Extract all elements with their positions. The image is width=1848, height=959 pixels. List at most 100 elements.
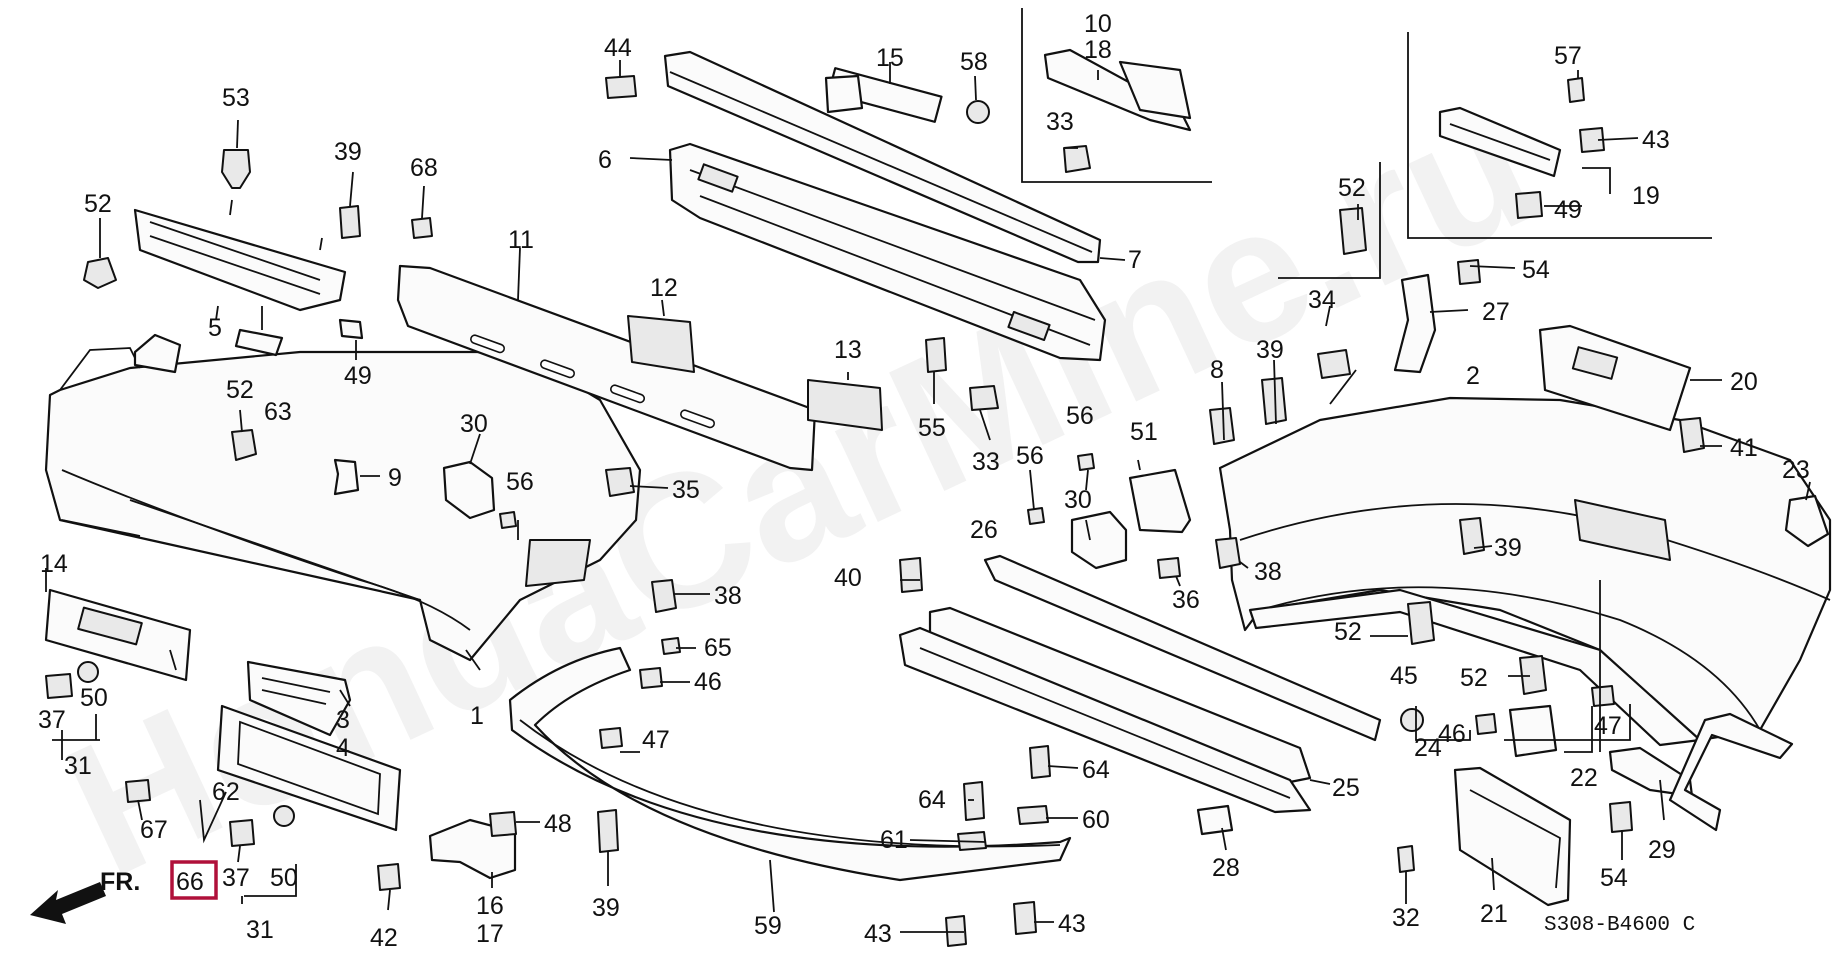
label-19[interactable]: 19: [1632, 182, 1660, 210]
label-39b[interactable]: 39: [1256, 336, 1284, 364]
label-11[interactable]: 11: [508, 226, 534, 254]
label-52b[interactable]: 52: [226, 376, 254, 404]
rear-bumper-lower-22[interactable]: [1248, 588, 1702, 747]
label-34[interactable]: 34: [1308, 286, 1336, 314]
label-52d[interactable]: 52: [1334, 618, 1362, 646]
label-38a[interactable]: 38: [714, 582, 742, 610]
label-18[interactable]: 18: [1084, 36, 1112, 64]
label-42[interactable]: 42: [370, 924, 398, 952]
label-54a[interactable]: 54: [1522, 256, 1550, 284]
label-10[interactable]: 10: [1084, 10, 1112, 38]
front-bumper-upper-reinforce[interactable]: [133, 333, 182, 374]
label-44[interactable]: 44: [604, 34, 632, 62]
label-9[interactable]: 9: [388, 464, 402, 492]
label-63[interactable]: 63: [264, 398, 292, 426]
label-16[interactable]: 16: [476, 892, 504, 920]
label-39a[interactable]: 39: [334, 138, 362, 166]
nut-49[interactable]: [338, 318, 364, 340]
label-37b[interactable]: 37: [222, 864, 250, 892]
label-56a[interactable]: 56: [506, 468, 534, 496]
label-40[interactable]: 40: [834, 564, 862, 592]
fog-grille[interactable]: [246, 660, 352, 737]
label-43a[interactable]: 43: [1642, 126, 1670, 154]
label-33a[interactable]: 33: [1046, 108, 1074, 136]
label-32[interactable]: 32: [1392, 904, 1420, 932]
label-46a[interactable]: 46: [694, 668, 722, 696]
label-54b[interactable]: 54: [1600, 864, 1628, 892]
label-21[interactable]: 21: [1480, 900, 1508, 928]
label-14[interactable]: 14: [40, 550, 68, 578]
label-52a[interactable]: 52: [84, 190, 112, 218]
label-39c[interactable]: 39: [1494, 534, 1522, 562]
front-bumper-face[interactable]: [44, 347, 642, 662]
label-43b[interactable]: 43: [864, 920, 892, 948]
label-50a[interactable]: 50: [80, 684, 108, 712]
label-68[interactable]: 68: [410, 154, 438, 182]
grille-molding[interactable]: [133, 199, 347, 312]
label-23[interactable]: 23: [1782, 456, 1810, 484]
upper-beam[interactable]: [663, 50, 1102, 264]
label-57[interactable]: 57: [1554, 42, 1582, 70]
label-39d[interactable]: 39: [592, 894, 620, 922]
label-61[interactable]: 61: [880, 826, 908, 854]
label-56b[interactable]: 56: [1066, 402, 1094, 430]
label-27[interactable]: 27: [1482, 298, 1510, 326]
license-garnish[interactable]: [216, 704, 402, 832]
label-8[interactable]: 8: [1210, 356, 1224, 384]
label-35[interactable]: 35: [672, 476, 700, 504]
label-41[interactable]: 41: [1730, 434, 1758, 462]
label-29[interactable]: 29: [1648, 836, 1676, 864]
label-67[interactable]: 67: [140, 816, 168, 844]
pad-13[interactable]: [807, 379, 883, 431]
bracket-30b[interactable]: [1070, 510, 1128, 570]
label-49a[interactable]: 49: [344, 362, 372, 390]
label-55[interactable]: 55: [918, 414, 946, 442]
label-7[interactable]: 7: [1128, 246, 1142, 274]
label-25[interactable]: 25: [1332, 774, 1360, 802]
label-1[interactable]: 1: [470, 702, 484, 730]
label-4[interactable]: 4: [336, 734, 350, 762]
label-2[interactable]: 2: [1466, 362, 1480, 390]
label-26[interactable]: 26: [970, 516, 998, 544]
license-plate-base[interactable]: [44, 588, 192, 682]
label-20[interactable]: 20: [1730, 368, 1758, 396]
label-56c[interactable]: 56: [1016, 442, 1044, 470]
label-31a[interactable]: 31: [64, 752, 92, 780]
label-52c[interactable]: 52: [1338, 174, 1366, 202]
bracket-24[interactable]: [1508, 704, 1558, 758]
label-47b[interactable]: 47: [1594, 712, 1622, 740]
label-33b[interactable]: 33: [972, 448, 1000, 476]
label-59[interactable]: 59: [754, 912, 782, 940]
label-62[interactable]: 62: [212, 778, 240, 806]
rear-beam[interactable]: [898, 606, 1312, 814]
label-64b[interactable]: 64: [918, 786, 946, 814]
label-31b[interactable]: 31: [246, 916, 274, 944]
label-22[interactable]: 22: [1570, 764, 1598, 792]
label-66[interactable]: 66: [176, 868, 204, 896]
label-48[interactable]: 48: [544, 810, 572, 838]
label-28[interactable]: 28: [1212, 854, 1240, 882]
label-49b[interactable]: 49: [1554, 196, 1582, 224]
label-38b[interactable]: 38: [1254, 558, 1282, 586]
label-43c[interactable]: 43: [1058, 910, 1086, 938]
label-3[interactable]: 3: [336, 706, 350, 734]
pad-12[interactable]: [627, 315, 695, 373]
label-13[interactable]: 13: [834, 336, 862, 364]
label-51[interactable]: 51: [1130, 418, 1158, 446]
clip-63[interactable]: [234, 328, 284, 357]
label-64a[interactable]: 64: [1082, 756, 1110, 784]
label-50b[interactable]: 50: [270, 864, 298, 892]
stay-27[interactable]: [1393, 273, 1437, 374]
label-53[interactable]: 53: [222, 84, 250, 112]
label-58[interactable]: 58: [960, 48, 988, 76]
bracket-9[interactable]: [333, 458, 360, 496]
label-45[interactable]: 45: [1390, 662, 1418, 690]
label-24[interactable]: 24: [1414, 734, 1442, 762]
bracket-23[interactable]: [1784, 494, 1830, 548]
rear-garnish[interactable]: [1453, 766, 1572, 907]
label-65[interactable]: 65: [704, 634, 732, 662]
label-30b[interactable]: 30: [1064, 486, 1092, 514]
label-5[interactable]: 5: [208, 314, 222, 342]
label-60[interactable]: 60: [1082, 806, 1110, 834]
label-12[interactable]: 12: [650, 274, 678, 302]
